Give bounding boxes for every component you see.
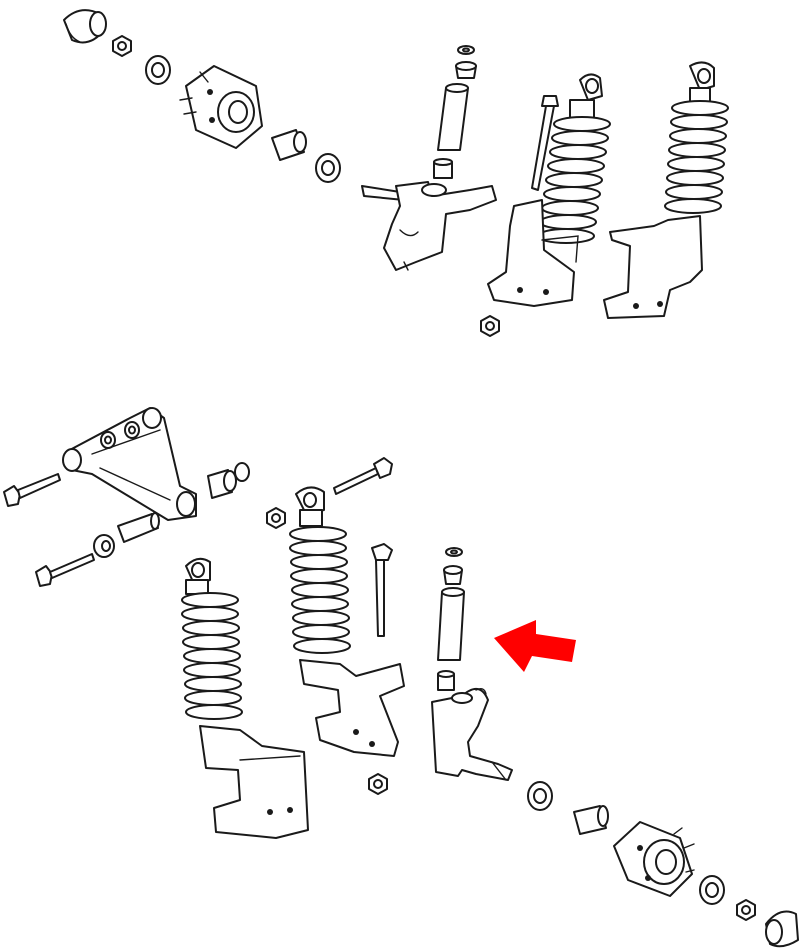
wheel-hub (179, 65, 263, 149)
shock-absorber (181, 557, 309, 839)
a-arm (62, 407, 197, 521)
nut (368, 773, 388, 795)
nut (480, 315, 500, 337)
kingpin-tube (437, 587, 465, 661)
spacer (271, 129, 307, 161)
spindle (361, 181, 497, 271)
shock-absorber (603, 61, 729, 319)
bushing (207, 462, 250, 499)
bolt (35, 553, 95, 587)
nut (736, 899, 756, 921)
arrow-left-icon (494, 620, 576, 672)
kingpin-tube (437, 83, 469, 151)
kingpin-bushing (443, 565, 463, 585)
shock-absorber (289, 486, 405, 757)
bushing (93, 534, 115, 558)
bearing (527, 781, 553, 811)
wheel-hub (613, 821, 695, 897)
nut (112, 35, 132, 57)
shock-absorber (487, 73, 611, 307)
bushing (100, 431, 116, 449)
bushing (124, 421, 140, 439)
spindle (431, 687, 513, 781)
bolt (3, 473, 61, 507)
upper-assembly (63, 9, 729, 337)
kingpin-bushing (455, 61, 477, 79)
kingpin-washer (445, 547, 463, 557)
lower-assembly (3, 407, 799, 948)
bearing (315, 153, 341, 183)
kingpin-bushing-lower (437, 670, 455, 691)
bearing (145, 55, 171, 85)
spacer (117, 512, 160, 543)
bearing (699, 875, 725, 905)
dust-cap (63, 9, 107, 44)
long-bolt (531, 95, 559, 191)
long-bolt (371, 543, 393, 637)
kingpin-bushing-lower (433, 158, 453, 179)
kingpin-washer (457, 45, 475, 55)
bolt (333, 457, 393, 495)
dust-cap (765, 910, 799, 948)
nut (266, 507, 286, 529)
spacer (573, 805, 609, 835)
